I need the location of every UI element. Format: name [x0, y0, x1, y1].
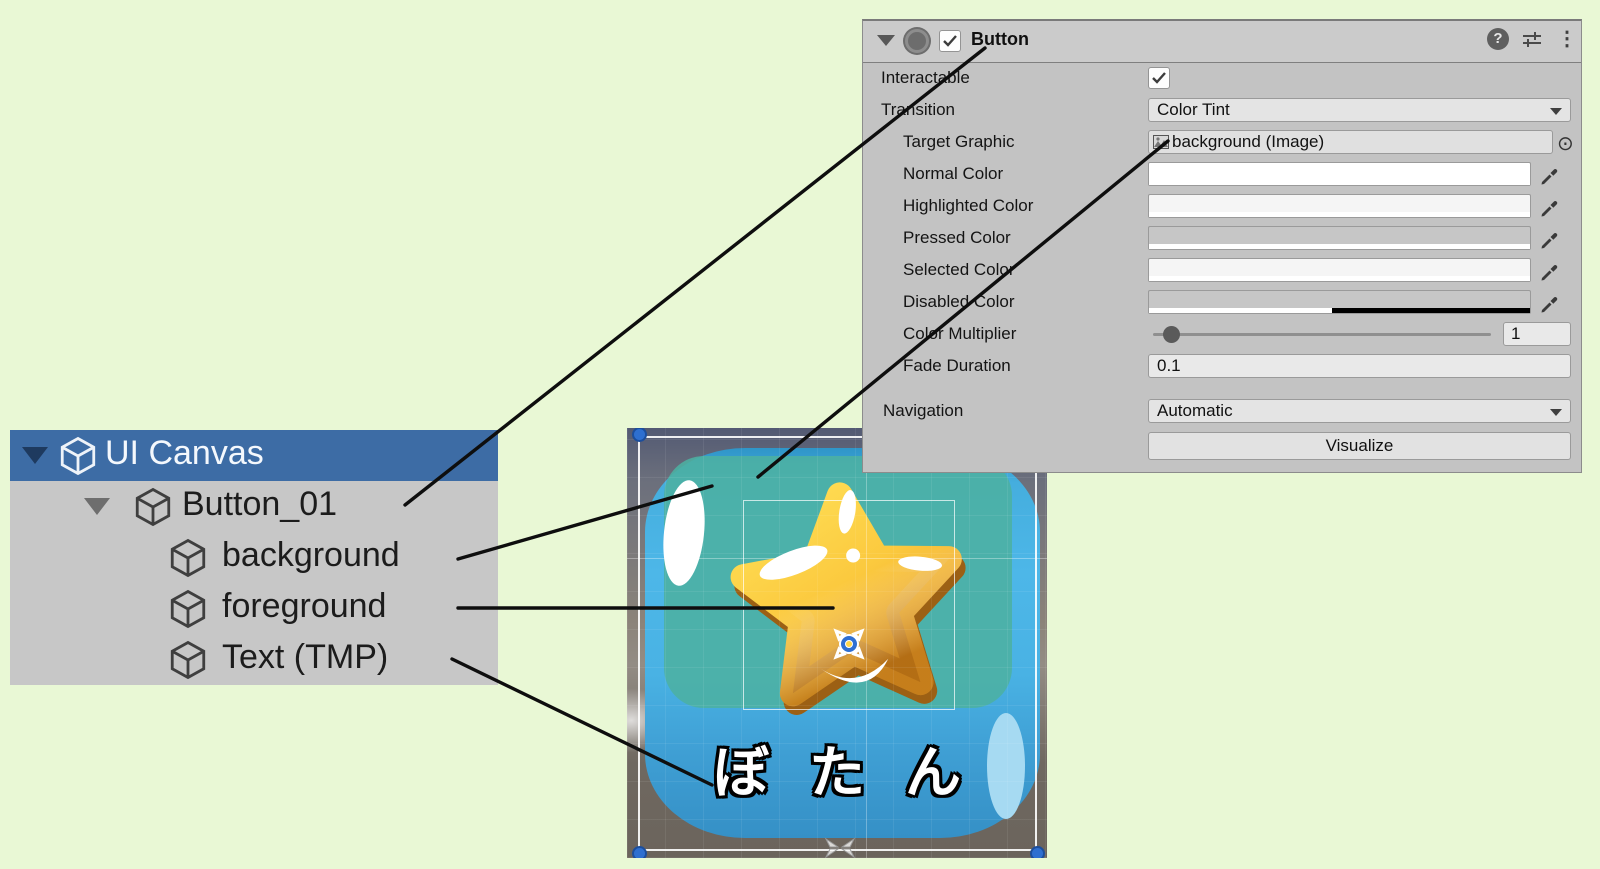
interactable-checkbox[interactable]: [1148, 67, 1170, 89]
row-normal-color: Normal Color: [863, 158, 1581, 190]
highlighted-color-swatch[interactable]: [1148, 194, 1531, 218]
field-label: Normal Color: [903, 164, 1004, 183]
field-label: Highlighted Color: [903, 196, 1034, 215]
row-visualize: Visualize: [863, 432, 1581, 460]
foreground-rect-outline: [743, 500, 955, 710]
eyedropper-icon[interactable]: [1539, 227, 1561, 249]
row-transition: Transition Color Tint: [863, 94, 1581, 126]
button-gloss-ellipse: [987, 713, 1025, 819]
help-icon[interactable]: ?: [1487, 28, 1509, 50]
foldout-arrow-icon[interactable]: [877, 35, 895, 46]
hierarchy-row-background[interactable]: background: [10, 532, 498, 583]
slider-knob[interactable]: [1163, 326, 1180, 343]
button-text-tmp: ぼたん: [713, 741, 1001, 804]
hierarchy-item-label[interactable]: UI Canvas: [105, 434, 264, 472]
chevron-down-icon: [1550, 108, 1562, 115]
field-label: Pressed Color: [903, 228, 1011, 247]
row-interactable: Interactable: [863, 62, 1581, 94]
visualize-button[interactable]: Visualize: [1148, 432, 1571, 460]
hierarchy-item-label[interactable]: background: [222, 536, 400, 574]
game-view: ぼたん: [627, 428, 1047, 858]
button-component-icon: [905, 29, 929, 53]
dropdown-value: Automatic: [1157, 401, 1233, 420]
hierarchy-row-foreground[interactable]: foreground: [10, 583, 498, 634]
field-label: Target Graphic: [903, 132, 1015, 151]
anchor-gizmo-icon[interactable]: [820, 836, 860, 858]
gameobject-cube-icon: [170, 640, 206, 680]
field-label: Disabled Color: [903, 292, 1015, 311]
row-navigation: Navigation Automatic: [863, 395, 1581, 427]
fade-duration-input[interactable]: 0.1: [1148, 354, 1571, 378]
navigation-dropdown[interactable]: Automatic: [1148, 399, 1571, 423]
chevron-down-icon: [1550, 409, 1562, 416]
expander-arrow-icon[interactable]: [22, 447, 48, 464]
gameobject-cube-icon: [170, 589, 206, 629]
expander-arrow-icon[interactable]: [84, 498, 110, 515]
color-multiplier-slider[interactable]: [1153, 333, 1491, 336]
selected-color-swatch[interactable]: [1148, 258, 1531, 282]
gameobject-cube-icon: [135, 487, 171, 527]
field-label: Fade Duration: [903, 356, 1011, 375]
row-fade-duration: Fade Duration 0.1: [863, 350, 1581, 382]
object-field-value: background (Image): [1172, 132, 1325, 151]
presets-icon[interactable]: [1521, 30, 1543, 50]
hierarchy-item-label[interactable]: Text (TMP): [222, 638, 389, 676]
hierarchy-item-label[interactable]: Button_01: [182, 485, 338, 523]
gameobject-cube-icon: [170, 538, 206, 578]
eyedropper-icon[interactable]: [1539, 291, 1561, 313]
hierarchy-item-label[interactable]: foreground: [222, 587, 387, 625]
field-label: Navigation: [883, 401, 964, 420]
row-pressed-color: Pressed Color: [863, 222, 1581, 254]
gameobject-cube-icon: [60, 436, 96, 476]
pressed-color-swatch[interactable]: [1148, 226, 1531, 250]
color-multiplier-value[interactable]: 1: [1503, 322, 1571, 346]
eyedropper-icon[interactable]: [1539, 163, 1561, 185]
row-target-graphic: Target Graphic background (Image) ⊙: [863, 126, 1581, 158]
field-label: Transition: [881, 100, 956, 119]
component-title: Button: [971, 29, 1029, 49]
hierarchy-row-button01[interactable]: Button_01: [10, 481, 498, 532]
component-enabled-checkbox[interactable]: [939, 30, 961, 52]
normal-color-swatch[interactable]: [1148, 162, 1531, 186]
hierarchy-row-ui-canvas[interactable]: UI Canvas: [10, 430, 498, 481]
anchor-guide-line: [627, 558, 1047, 559]
kebab-menu-icon[interactable]: ⋮: [1557, 28, 1577, 50]
field-label: Color Multiplier: [903, 324, 1017, 343]
row-highlighted-color: Highlighted Color: [863, 190, 1581, 222]
selection-handle[interactable]: [1030, 846, 1045, 858]
selection-handle[interactable]: [632, 846, 647, 858]
transition-dropdown[interactable]: Color Tint: [1148, 98, 1571, 122]
component-header[interactable]: Button ? ⋮: [863, 21, 1581, 63]
inspector-button-component: Button ? ⋮ Interactable Transition Color…: [862, 19, 1582, 473]
eyedropper-icon[interactable]: [1539, 259, 1561, 281]
image-icon: [1153, 135, 1169, 149]
row-selected-color: Selected Color: [863, 254, 1581, 286]
disabled-color-swatch[interactable]: [1148, 290, 1531, 314]
object-picker-icon[interactable]: ⊙: [1557, 133, 1574, 155]
field-label: Interactable: [881, 68, 970, 87]
field-label: Selected Color: [903, 260, 1015, 279]
row-color-multiplier: Color Multiplier 1: [863, 318, 1581, 350]
dropdown-value: Color Tint: [1157, 100, 1230, 119]
pivot-gizmo-icon[interactable]: [826, 621, 872, 667]
row-disabled-color: Disabled Color: [863, 286, 1581, 318]
target-graphic-object-field[interactable]: background (Image): [1148, 130, 1553, 154]
eyedropper-icon[interactable]: [1539, 195, 1561, 217]
hierarchy-row-text-tmp[interactable]: Text (TMP): [10, 634, 498, 685]
hierarchy-panel: UI Canvas Button_01 background foregroun…: [10, 430, 498, 685]
anchor-guide-line: [866, 428, 867, 858]
